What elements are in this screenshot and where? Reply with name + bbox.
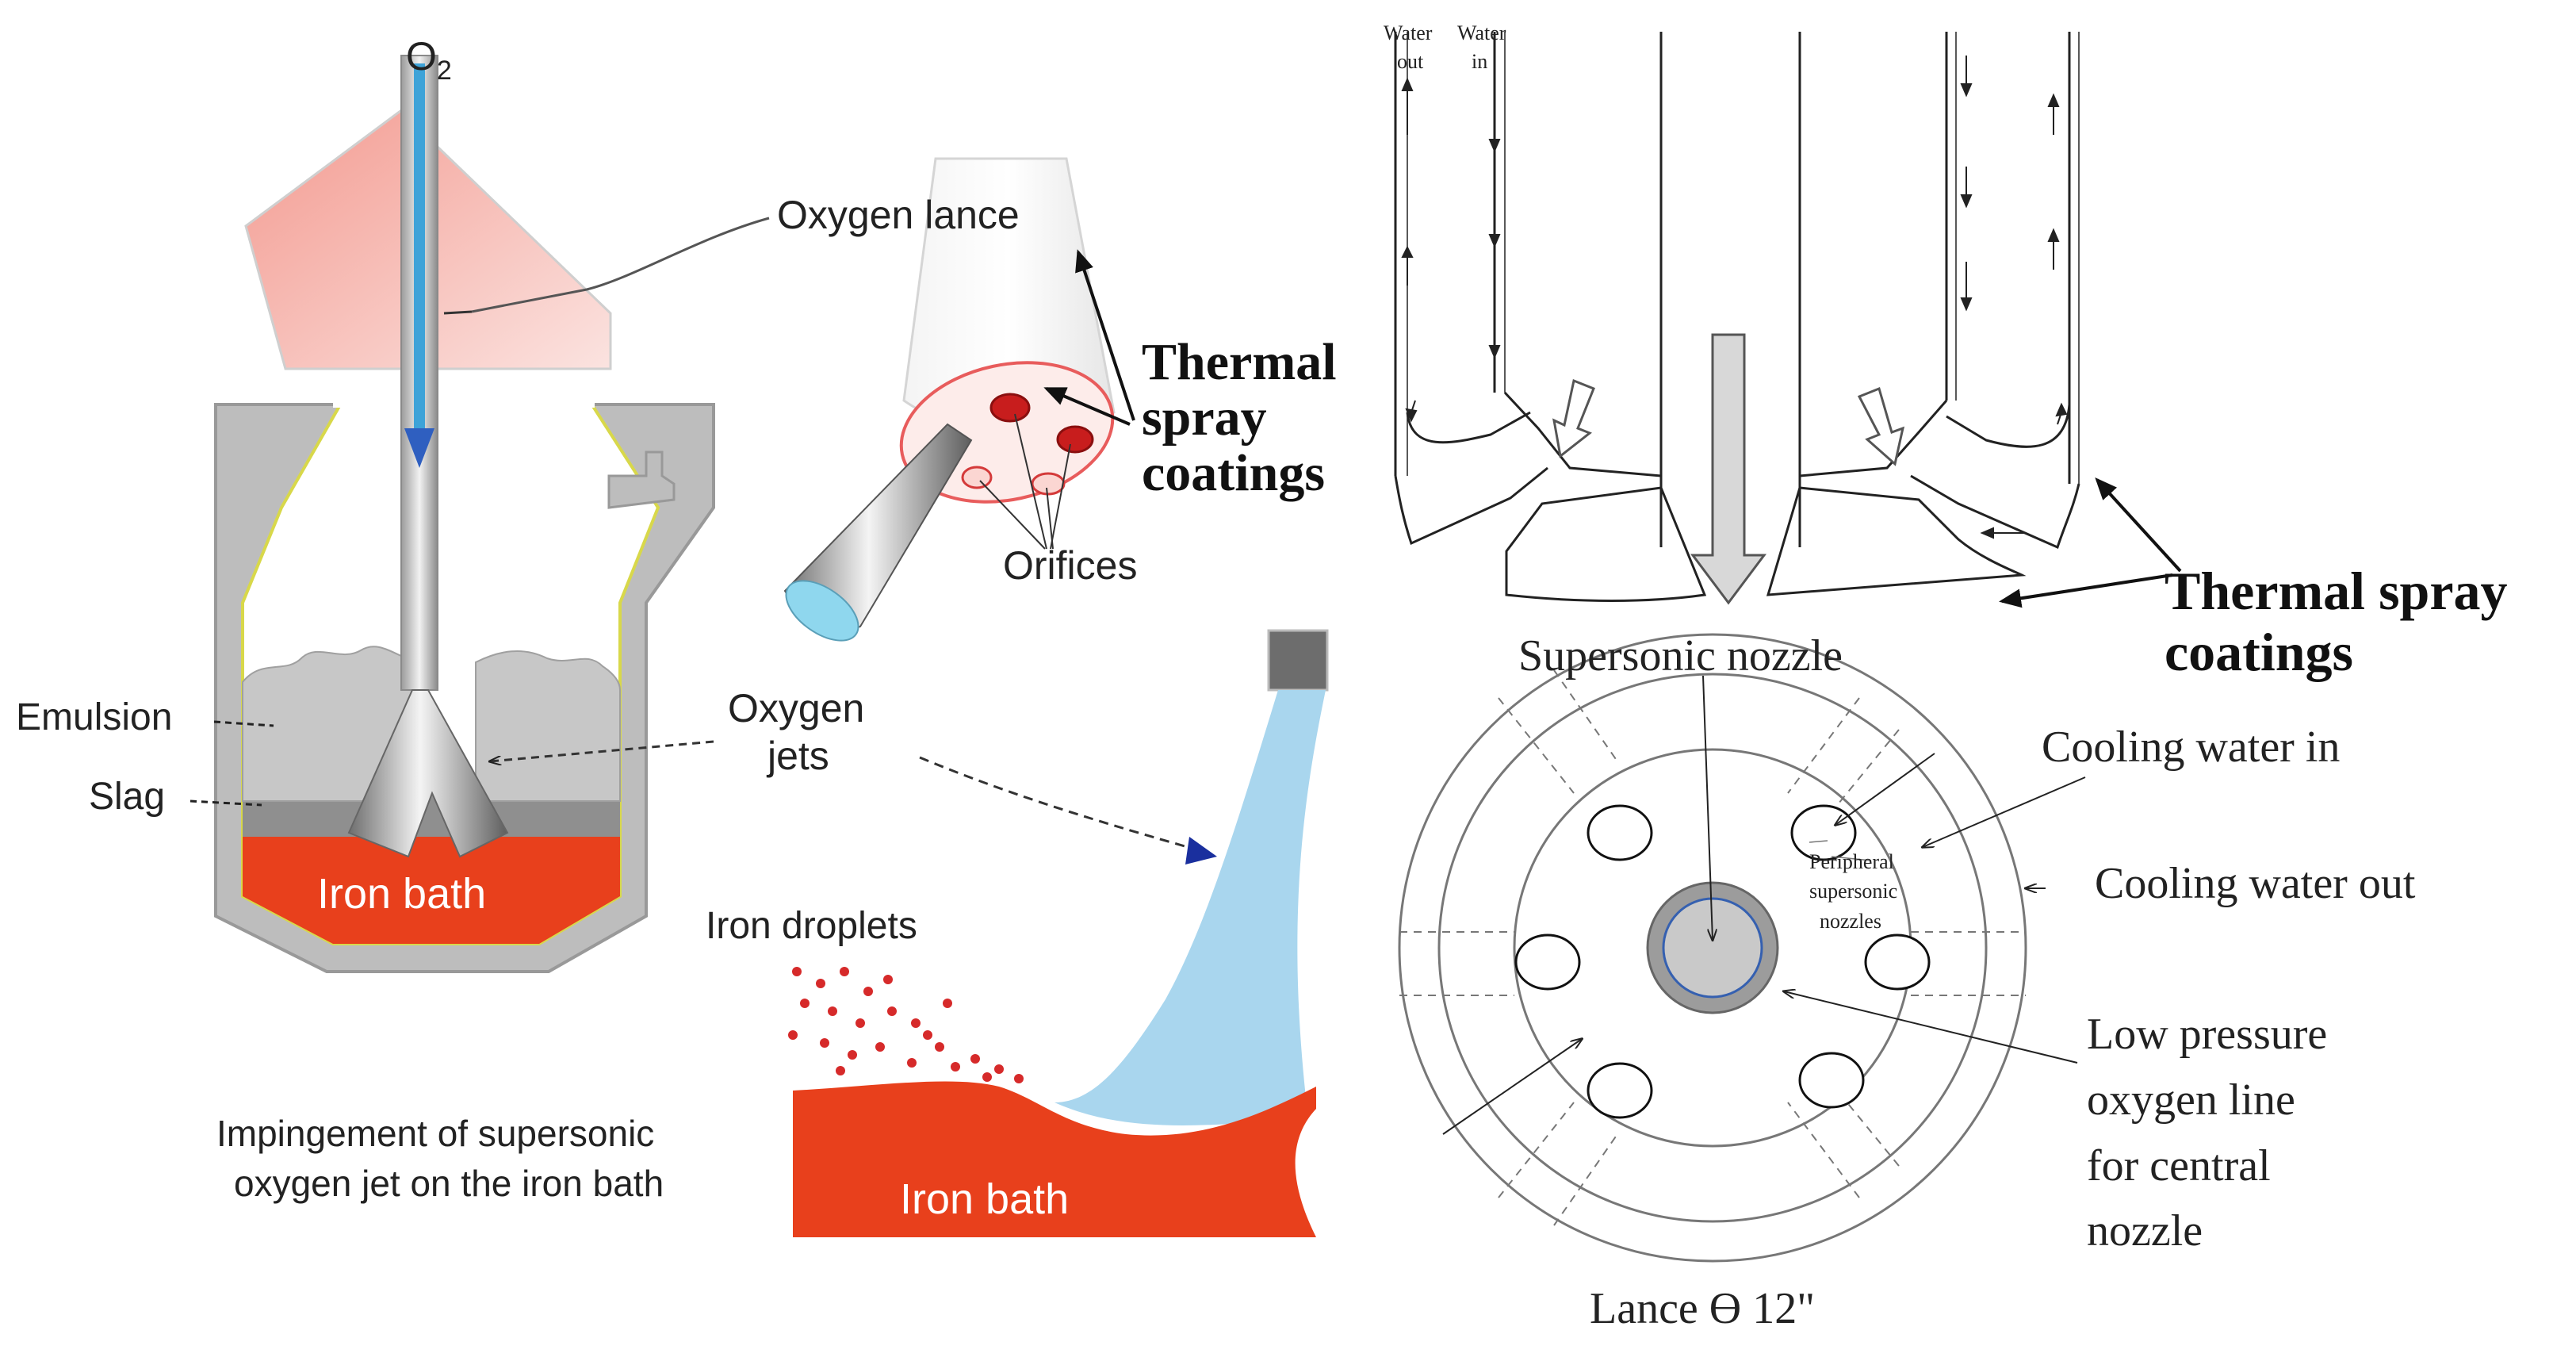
water-out-label-line1: Water xyxy=(1384,21,1433,44)
impingement-label-line2: oxygen jet on the iron bath xyxy=(234,1163,664,1204)
iron-bath-molten xyxy=(243,833,620,944)
lance-circular-section xyxy=(1398,633,2027,1263)
peripheral-nozzles-label-line2: supersonic xyxy=(1809,880,1897,903)
thermal-spray-label-left-line2: spray xyxy=(1142,389,1267,447)
oxygen-jets-label-line2: jets xyxy=(766,734,829,778)
tap-hole xyxy=(607,450,676,509)
lance-cross-section xyxy=(1394,32,2080,605)
peripheral-nozzle xyxy=(1864,934,1931,991)
orifice xyxy=(961,466,993,489)
iron-bath-surface xyxy=(793,1081,1316,1237)
iron-droplets-label: Iron droplets xyxy=(706,905,917,947)
slag-layer xyxy=(243,793,620,837)
vessel-mouth xyxy=(333,390,595,408)
oxygen-lance-label: Oxygen lance xyxy=(777,193,1020,237)
emulsion-label: Emulsion xyxy=(16,696,172,738)
orifice xyxy=(989,393,1031,423)
emulsion-foam-right xyxy=(475,650,621,802)
orifice xyxy=(1031,472,1066,496)
slag-label: Slag xyxy=(89,776,165,818)
impingement-lance xyxy=(1267,629,1329,692)
cooling-water-out-label: Cooling water out xyxy=(2095,859,2416,908)
thermal-spray-label-right-line1: Thermal spray xyxy=(2165,561,2508,621)
circle-pointers xyxy=(1442,675,2086,1135)
impingement-label-line1: Impingement of supersonic xyxy=(216,1113,654,1154)
peripheral-nozzle xyxy=(1587,1062,1653,1119)
low-pressure-label-line2: oxygen line xyxy=(2087,1075,2295,1125)
water-in-label-line2: in xyxy=(1472,50,1487,73)
oxygen-jets-label-line1: Oxygen xyxy=(728,686,864,730)
water-in-label-line1: Water xyxy=(1457,21,1506,44)
cooling-water-in-label: Cooling water in xyxy=(2042,723,2340,772)
iron-bath-label: Iron bath xyxy=(317,870,486,918)
water-out-label-line2: out xyxy=(1397,50,1424,73)
oblique-jet-arrows xyxy=(1552,378,1905,466)
iron-droplets xyxy=(788,967,1024,1083)
thermal-spray-label-left-line1: Thermal xyxy=(1142,333,1337,391)
supersonic-jet-plume xyxy=(1055,690,1326,1125)
central-flow-arrow xyxy=(1690,333,1766,605)
thermal-spray-label-left-line3: coatings xyxy=(1142,444,1325,502)
orifice xyxy=(1056,425,1094,454)
oxygen-flow-arrowhead xyxy=(404,428,434,468)
low-pressure-label-line3: for central xyxy=(2087,1141,2271,1190)
central-nozzle xyxy=(1662,897,1763,999)
peripheral-nozzles-label-line3: nozzles xyxy=(1820,910,1881,933)
impingement-detail xyxy=(788,629,1329,1237)
oxygen-jet-cone xyxy=(347,689,509,858)
iron-bath-label-2: Iron bath xyxy=(900,1175,1069,1223)
peripheral-nozzle xyxy=(1798,1052,1865,1109)
orifices-label: Orifices xyxy=(1003,543,1137,588)
bof-converter xyxy=(189,55,770,973)
thermal-spray-label-right-line2: coatings xyxy=(2165,622,2353,682)
low-pressure-label-line4: nozzle xyxy=(2087,1206,2203,1256)
supersonic-nozzle-label: Supersonic nozzle xyxy=(1518,631,1843,680)
o2-label: O2 xyxy=(406,34,452,86)
peripheral-nozzles-label-line1: Peripheral xyxy=(1809,850,1894,873)
lance-tip-detail xyxy=(783,157,1135,642)
lance-diameter-label: Lance Ө 12" xyxy=(1590,1284,1815,1333)
low-pressure-label-line1: Low pressure xyxy=(2087,1010,2327,1059)
peripheral-nozzle xyxy=(1514,934,1581,991)
thermal-spray-pointers-right xyxy=(1999,477,2182,608)
peripheral-nozzle xyxy=(1587,804,1653,861)
